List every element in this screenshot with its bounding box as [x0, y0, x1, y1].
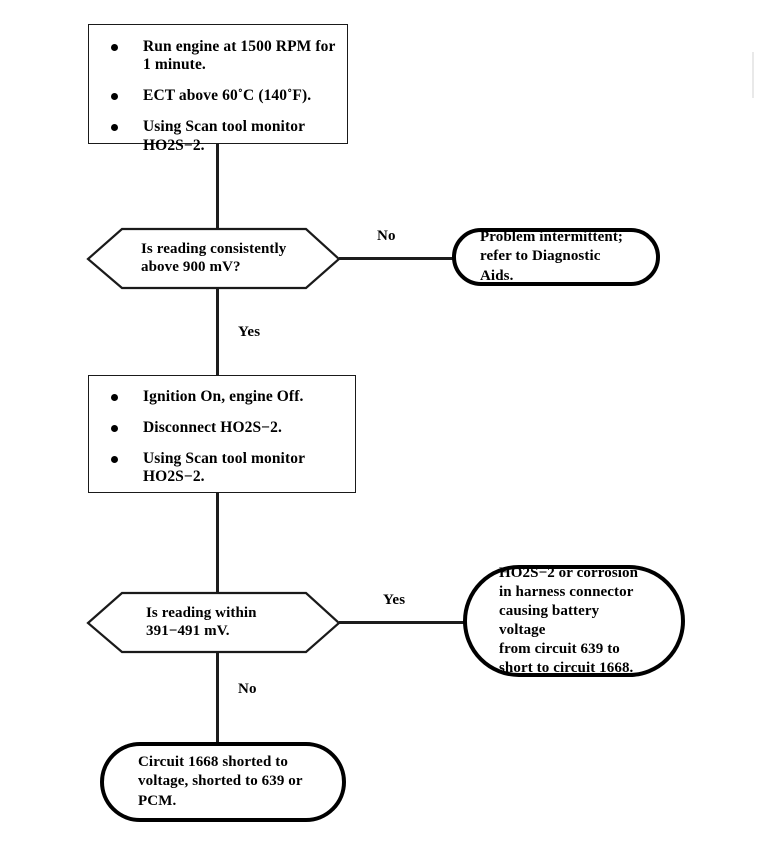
bullet-text: Using Scan tool monitor HO2S−2. — [143, 450, 306, 486]
connector-decision2-yes — [339, 621, 465, 624]
edge-label-decision2-no: No — [238, 681, 257, 697]
terminal-node-3: Circuit 1668 shorted to voltage, shorted… — [100, 742, 346, 822]
bullet-dot-icon — [111, 425, 118, 433]
terminal-1-label: Problem intermittent; refer to Diagnosti… — [480, 229, 624, 284]
list-item: Ignition On, engine Off. — [89, 388, 355, 406]
list-item: Using Scan tool monitor HO2S−2. — [89, 118, 347, 154]
list-item: Disconnect HO2S−2. — [89, 419, 355, 437]
step1-bullet-list: Run engine at 1500 RPM for 1 minute. ECT… — [89, 38, 347, 155]
list-item: Run engine at 1500 RPM for 1 minute. — [89, 38, 347, 74]
edge-label-decision1-yes: Yes — [238, 324, 261, 340]
bullet-text: Using Scan tool monitor HO2S−2. — [143, 118, 306, 154]
bullet-dot-icon — [111, 93, 118, 101]
terminal-node-1: Problem intermittent; refer to Diagnosti… — [452, 228, 660, 286]
terminal-2-label: HO2S−2 or corrosion in harness connector… — [499, 564, 639, 677]
terminal-3-label: Circuit 1668 shorted to voltage, shorted… — [138, 754, 303, 809]
step2-bullet-list: Ignition On, engine Off. Disconnect HO2S… — [89, 388, 355, 487]
list-item: Using Scan tool monitor HO2S−2. — [89, 450, 355, 486]
bullet-text: Run engine at 1500 RPM for 1 minute. — [143, 38, 336, 74]
process-box-step2: Ignition On, engine Off. Disconnect HO2S… — [88, 375, 356, 493]
connector-step2-to-decision2 — [216, 493, 219, 593]
decision-node-1: Is reading consistently above 900 mV? — [86, 227, 341, 290]
bullet-dot-icon — [111, 124, 118, 132]
process-box-step1: Run engine at 1500 RPM for 1 minute. ECT… — [88, 24, 348, 154]
terminal-node-2: HO2S−2 or corrosion in harness connector… — [463, 565, 685, 677]
bullet-dot-icon — [111, 394, 118, 401]
bullet-text: Ignition On, engine Off. — [143, 388, 304, 405]
connector-decision1-yes — [216, 289, 219, 375]
edge-label-decision1-no: No — [377, 228, 396, 244]
page-edge-right — [752, 52, 754, 98]
decision-2-label: Is reading within 391−491 mV. — [146, 605, 257, 639]
bullet-dot-icon — [111, 44, 118, 51]
edge-label-decision2-yes: Yes — [383, 592, 406, 608]
bullet-text: Disconnect HO2S−2. — [143, 419, 282, 437]
bullet-dot-icon — [111, 456, 118, 464]
bullet-text: ECT above 60˚C (140˚F). — [143, 87, 312, 105]
connector-decision1-no — [339, 257, 454, 260]
connector-decision2-no — [216, 653, 219, 743]
decision-node-2: Is reading within 391−491 mV. — [86, 591, 341, 654]
connector-step1-to-decision1 — [216, 144, 219, 228]
list-item: ECT above 60˚C (140˚F). — [89, 87, 347, 105]
decision-1-label: Is reading consistently above 900 mV? — [141, 241, 287, 275]
